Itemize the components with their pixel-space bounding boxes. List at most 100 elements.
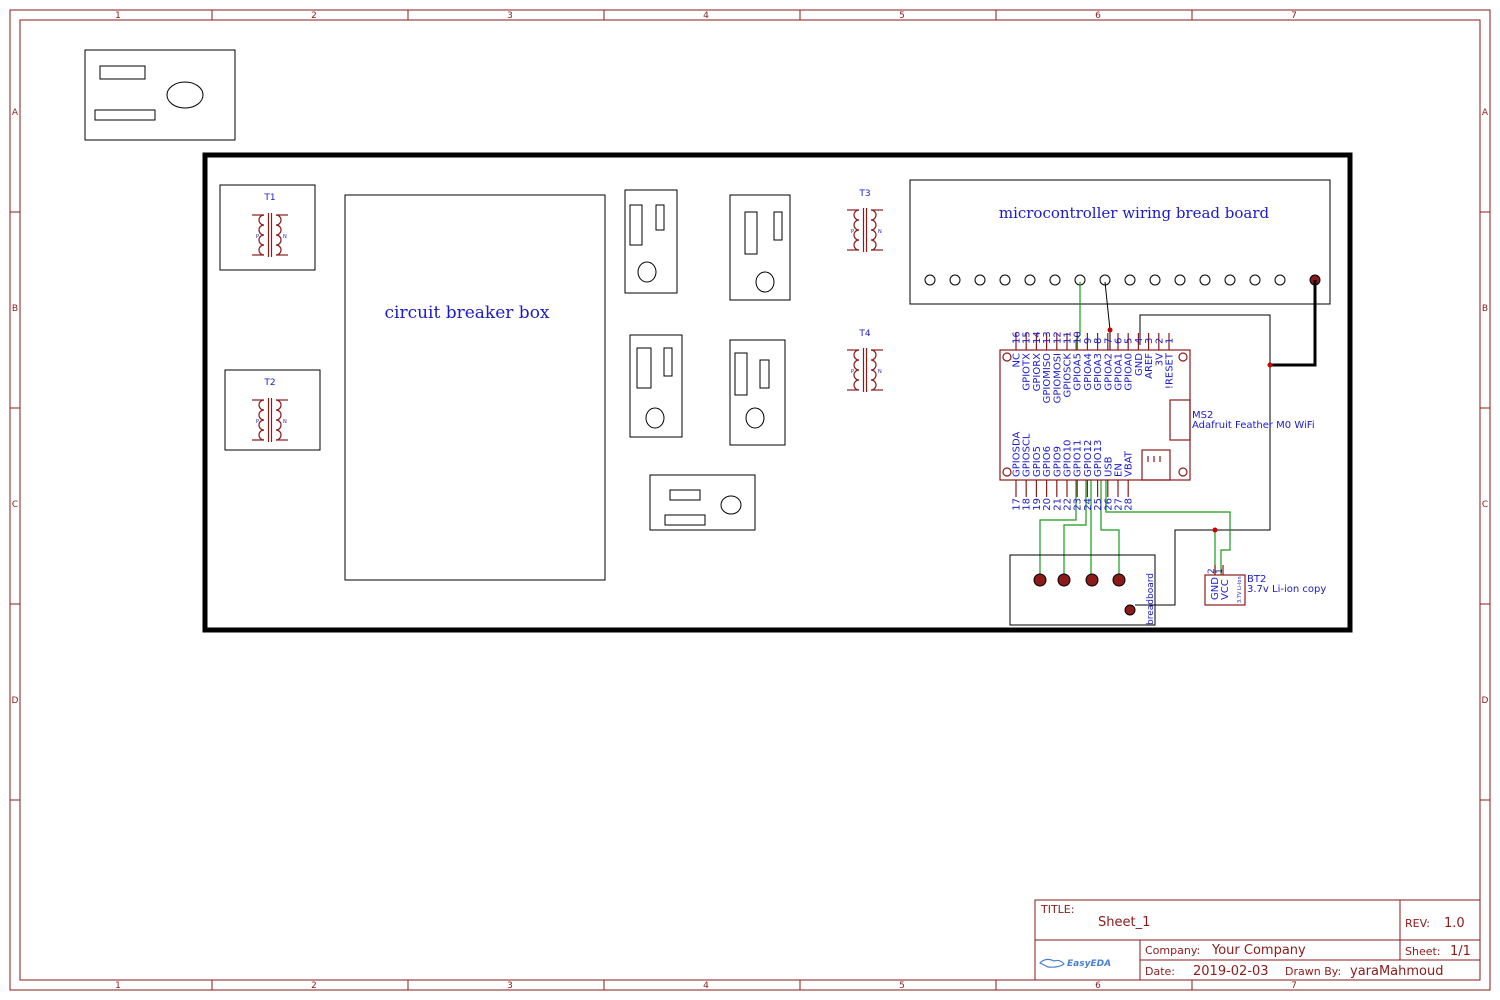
mcu-pin-name: GPIO10 <box>1063 440 1074 477</box>
bb-hole <box>1224 274 1236 286</box>
transformer-ref: T2 <box>263 378 275 388</box>
mcu-pin-name: GND <box>1134 353 1145 376</box>
mcu-pin-num: 12 <box>1052 331 1063 344</box>
mcu-pin-num: 26 <box>1103 498 1114 511</box>
column-label-bot: 7 <box>1291 981 1297 991</box>
transformer-n-label: N <box>283 234 287 240</box>
rev-value: 1.0 <box>1444 916 1465 931</box>
mcu-module: 16NC15GPIOTX14GPIORX13GPIOMISO12GPIOMOSI… <box>999 331 1315 511</box>
mcu-pin-name: GPIOA1 <box>1114 353 1125 391</box>
bb-hole <box>1024 274 1036 286</box>
mcu-pin-name: GPIO12 <box>1083 440 1094 477</box>
mcu-pin-num: 15 <box>1022 331 1033 344</box>
bt2-pin2-num: 2 <box>1207 568 1217 574</box>
mcu-pin-num: 25 <box>1093 498 1104 511</box>
mcu-pin-num: 5 <box>1124 338 1135 344</box>
mcu-board-label: microcontroller wiring bread board <box>999 204 1270 222</box>
mcu-pin-num: 20 <box>1042 498 1053 511</box>
mcu-pin-num: 18 <box>1022 498 1033 511</box>
mcu-pin-num: 14 <box>1032 331 1043 344</box>
bt2-inner: 3.7V Li-Ion <box>1237 576 1243 603</box>
mcu-pin-num: 17 <box>1012 498 1023 511</box>
mcu-pin-num: 9 <box>1083 338 1094 344</box>
row-label-left: B <box>12 304 18 314</box>
date-value: 2019-02-03 <box>1193 964 1269 979</box>
mcu-pin-name: USB <box>1103 456 1114 477</box>
transformer-ref: T1 <box>263 193 275 203</box>
mcu-pin-num: 3 <box>1144 338 1155 344</box>
mcu-pin-num: 24 <box>1083 498 1094 511</box>
transformer-n-label: N <box>283 419 287 425</box>
row-label-right: C <box>1482 500 1488 510</box>
switch-plate-bottom <box>649 474 756 531</box>
switch-plate-top <box>84 49 236 141</box>
drawn-value: yaraMahmoud <box>1350 964 1444 979</box>
mcu-pin-num: 11 <box>1063 331 1074 344</box>
column-label-top: 3 <box>507 11 513 21</box>
mcu-pin-name: GPIO6 <box>1042 446 1053 477</box>
column-label-top: 5 <box>899 11 905 21</box>
mcu-pin-name: EN <box>1114 463 1125 477</box>
transformer-p-label: P <box>851 369 854 375</box>
mcu-pin-num: 28 <box>1124 498 1135 511</box>
junction-dot <box>1107 327 1113 333</box>
company-value: Your Company <box>1211 943 1306 958</box>
circuit-breaker-box: circuit breaker box <box>344 194 606 581</box>
row-label-left: D <box>12 696 19 706</box>
logo-text: EasyEDA <box>1067 959 1111 969</box>
power-outlet <box>729 194 791 301</box>
easyeda-logo-icon: EasyEDA <box>1038 958 1111 969</box>
mcu-pin-name: GPIOSCL <box>1022 433 1033 477</box>
column-label-bot: 1 <box>115 981 121 991</box>
column-label-bot: 3 <box>507 981 513 991</box>
bb-hole <box>1049 274 1061 286</box>
mcu-pin-num: 19 <box>1032 498 1043 511</box>
column-label-bot: 6 <box>1095 981 1101 991</box>
junction-dot <box>1267 362 1273 368</box>
transformer-n-label: N <box>878 229 882 235</box>
mcu-pin-num: 16 <box>1012 331 1023 344</box>
bb-hole <box>999 274 1011 286</box>
mcu-pin-num: 2 <box>1154 338 1165 344</box>
bb-hole <box>1274 274 1286 286</box>
company-label: Company: <box>1145 944 1200 957</box>
transformer-t1: T1P N <box>219 184 316 271</box>
bt2-pin1-num: 1 <box>1215 568 1225 574</box>
bb-hole <box>1249 274 1261 286</box>
bb-hole <box>949 274 961 286</box>
junctions <box>1107 327 1273 533</box>
transformer-p-label: P <box>256 234 259 240</box>
drawn-label: Drawn By: <box>1285 965 1341 978</box>
bb-hole <box>974 274 986 286</box>
mcu-pin-num: 10 <box>1073 331 1084 344</box>
transformer-n-label: N <box>878 369 882 375</box>
row-label-right: D <box>1482 696 1489 706</box>
transformer-p-label: P <box>851 229 854 235</box>
mcu-pin-name: GPIOA3 <box>1093 353 1104 391</box>
breaker-label: circuit breaker box <box>384 303 549 323</box>
rev-label: REV: <box>1405 917 1430 930</box>
mcu-pin-name: GPIOA2 <box>1103 353 1114 391</box>
mcu-pin-name: GPIOSDA <box>1012 432 1023 477</box>
column-label-top: 7 <box>1291 11 1297 21</box>
sheet-label: Sheet: <box>1405 945 1441 958</box>
mcu-pin-num: 1 <box>1165 338 1176 344</box>
column-label-bot: 2 <box>311 981 317 991</box>
transformer-p-label: P <box>256 419 259 425</box>
title-label: TITLE: <box>1040 903 1074 916</box>
transformer-t2: T2P N <box>224 369 321 451</box>
mcu-pin-name: GPIO9 <box>1052 446 1063 477</box>
mcu-pin-name: NC <box>1012 353 1023 367</box>
bt2-ref: BT2 <box>1247 574 1266 585</box>
sheet-title: Sheet_1 <box>1098 915 1150 930</box>
mcu-pin-name: 3V <box>1154 353 1165 366</box>
mcu-pin-name: GPIOTX <box>1022 353 1033 391</box>
mcu-pin-name: GPIOA4 <box>1083 353 1094 391</box>
mcu-pin-name: GPIO13 <box>1093 440 1104 477</box>
row-label-right: A <box>1482 108 1489 118</box>
bt2-name: 3.7v Li-ion copy <box>1247 584 1326 595</box>
mcu-pin-name: AREF <box>1144 353 1155 379</box>
